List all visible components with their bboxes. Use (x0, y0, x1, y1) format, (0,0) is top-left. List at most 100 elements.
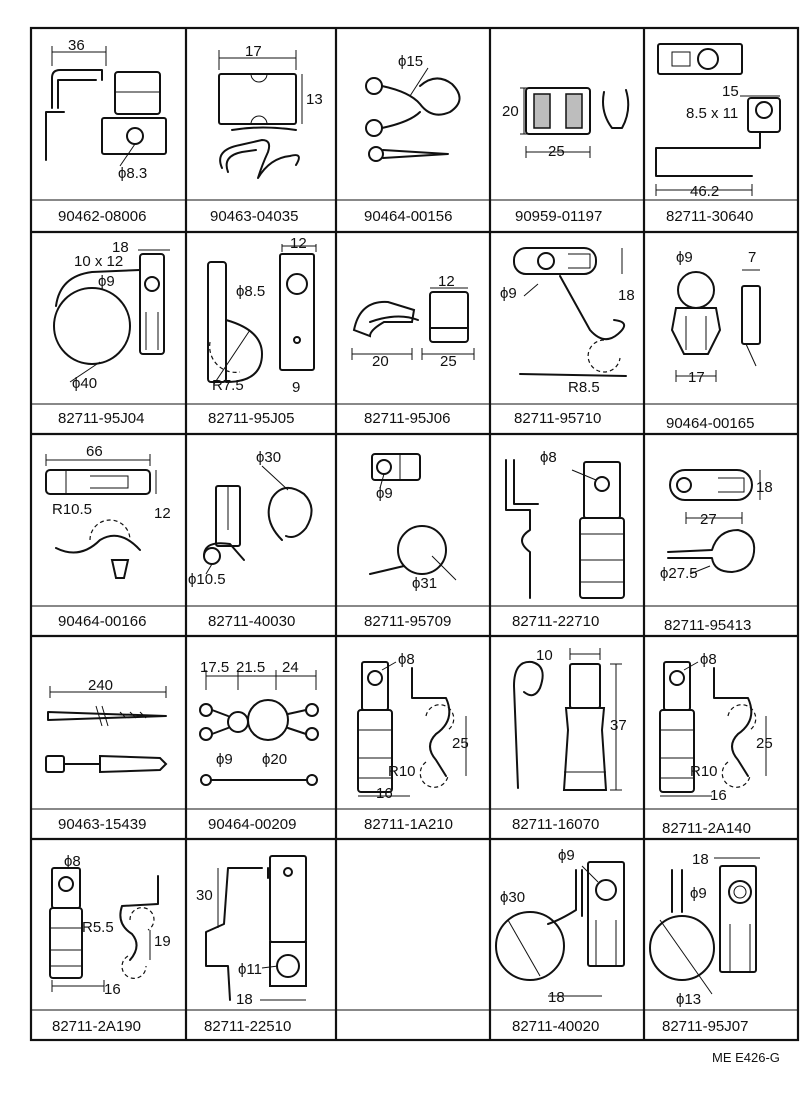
part-drawing-82711-22710 (505, 459, 625, 599)
dim-phi8-3: ϕ8.3 (118, 165, 147, 182)
part-number: 82711-16070 (512, 816, 599, 833)
dim-r7-5: R7.5 (212, 377, 244, 394)
dim-phi8: ϕ8 (700, 651, 717, 668)
part-drawing-90462-08006 (45, 46, 167, 167)
dim-25: 25 (452, 735, 469, 752)
dim-10x12: 10 x 12 (74, 253, 123, 270)
dim-36: 36 (68, 37, 85, 54)
dim-21-5: 21.5 (236, 659, 265, 676)
dim-phi9: ϕ9 (500, 285, 517, 302)
dim-46-2: 46.2 (690, 183, 719, 200)
part-drawing-82711-40020 (495, 861, 625, 997)
dim-r10-5: R10.5 (52, 501, 92, 518)
dim-phi31: ϕ31 (412, 575, 437, 592)
dim-7: 7 (748, 249, 756, 266)
part-drawing-82711-2A190 (49, 867, 159, 992)
dim-30: 30 (196, 887, 213, 904)
part-number: 90464-00166 (58, 613, 146, 630)
dim-20: 20 (502, 103, 519, 120)
dim-16: 16 (710, 787, 727, 804)
part-drawing-90463-04035 (218, 50, 303, 179)
dim-phi9: ϕ9 (98, 273, 115, 290)
part-drawing-82711-95J05 (207, 244, 317, 385)
part-number: 90464-00209 (208, 816, 296, 833)
dim-10: 10 (536, 647, 553, 664)
catalog-grid (29, 26, 800, 1042)
dim-18: 18 (236, 991, 253, 1008)
dim-phi9: ϕ9 (690, 885, 707, 902)
dim-18: 18 (756, 479, 773, 496)
dim-17-5: 17.5 (200, 659, 229, 676)
part-drawing-82711-40030 (203, 465, 313, 575)
dim-17: 17 (688, 369, 705, 386)
part-number: 82711-40020 (512, 1018, 599, 1035)
dim-phi9: ϕ9 (558, 847, 575, 864)
dim-phi9: ϕ9 (216, 751, 233, 768)
part-drawing-82711-2A140 (659, 661, 767, 797)
dim-phi15: ϕ15 (398, 53, 423, 70)
dim-phi8: ϕ8 (64, 853, 81, 870)
part-drawing-82711-16070 (513, 648, 622, 791)
dim-27: 27 (700, 511, 717, 528)
dim-25: 25 (440, 353, 457, 370)
dim-16: 16 (376, 785, 393, 802)
dim-240: 240 (88, 677, 113, 694)
dim-20: 20 (372, 353, 389, 370)
dim-phi20: ϕ20 (262, 751, 287, 768)
dim-phi8: ϕ8 (398, 651, 415, 668)
dim-phi30: ϕ30 (500, 889, 525, 906)
dim-17: 17 (245, 43, 262, 60)
part-drawing-82711-95J06 (351, 287, 475, 360)
part-number: 82711-22710 (512, 613, 599, 630)
part-number: 82711-95710 (514, 410, 601, 427)
part-number: 82711-30640 (666, 208, 753, 225)
dim-phi40: ϕ40 (72, 375, 97, 392)
dim-18: 18 (692, 851, 709, 868)
dim-r10: R10 (388, 763, 416, 780)
dim-r5-5: R5.5 (82, 919, 114, 936)
part-number: 90462-08006 (58, 208, 146, 225)
dim-phi13: ϕ13 (676, 991, 701, 1008)
dim-18: 18 (618, 287, 635, 304)
part-drawing-82711-95709 (369, 453, 457, 581)
dim-25: 25 (756, 735, 773, 752)
part-drawing-82711-95J07 (649, 857, 760, 995)
part-number: 82711-95J05 (208, 410, 294, 427)
dim-12: 12 (154, 505, 171, 522)
part-number: 82711-2A140 (662, 820, 751, 837)
part-number: 82711-95J07 (662, 1018, 748, 1035)
part-number: 82711-95J06 (364, 410, 450, 427)
part-drawing-90464-00209 (199, 670, 319, 786)
part-drawing-82711-95413 (667, 469, 761, 575)
dim-16: 16 (104, 981, 121, 998)
part-number: 82711-95J04 (58, 410, 144, 427)
part-number: 82711-22510 (204, 1018, 291, 1035)
part-number: 90463-04035 (210, 208, 298, 225)
part-number: 90463-15439 (58, 816, 146, 833)
dim-25: 25 (548, 143, 565, 160)
dim-37: 37 (610, 717, 627, 734)
part-drawing-90463-15439 (45, 686, 168, 774)
part-number: 90464-00165 (666, 415, 754, 432)
dim-phi27-5: ϕ27.5 (660, 565, 698, 582)
dim-24: 24 (282, 659, 299, 676)
dim-r10: R10 (690, 763, 718, 780)
part-drawing-82711-30640 (655, 43, 781, 196)
part-drawing-90464-00166 (45, 454, 157, 579)
dim-phi8-5: ϕ8.5 (236, 283, 265, 300)
dim-9: 9 (292, 379, 300, 396)
dim-12: 12 (290, 235, 307, 252)
part-drawing-90959-01197 (520, 87, 630, 158)
part-drawing-82711-22510 (205, 855, 307, 1001)
part-number: 82711-95709 (364, 613, 451, 630)
part-drawing-82711-95710 (513, 247, 627, 377)
part-number: 82711-40030 (208, 613, 295, 630)
part-drawing-82711-1A210 (357, 661, 467, 797)
dim-phi9: ϕ9 (376, 485, 393, 502)
dim-66: 66 (86, 443, 103, 460)
dim-phi10-5: ϕ10.5 (188, 571, 226, 588)
part-drawing-90464-00156 (365, 67, 461, 162)
dim-18: 18 (112, 239, 129, 256)
dim-phi9: ϕ9 (676, 249, 693, 266)
